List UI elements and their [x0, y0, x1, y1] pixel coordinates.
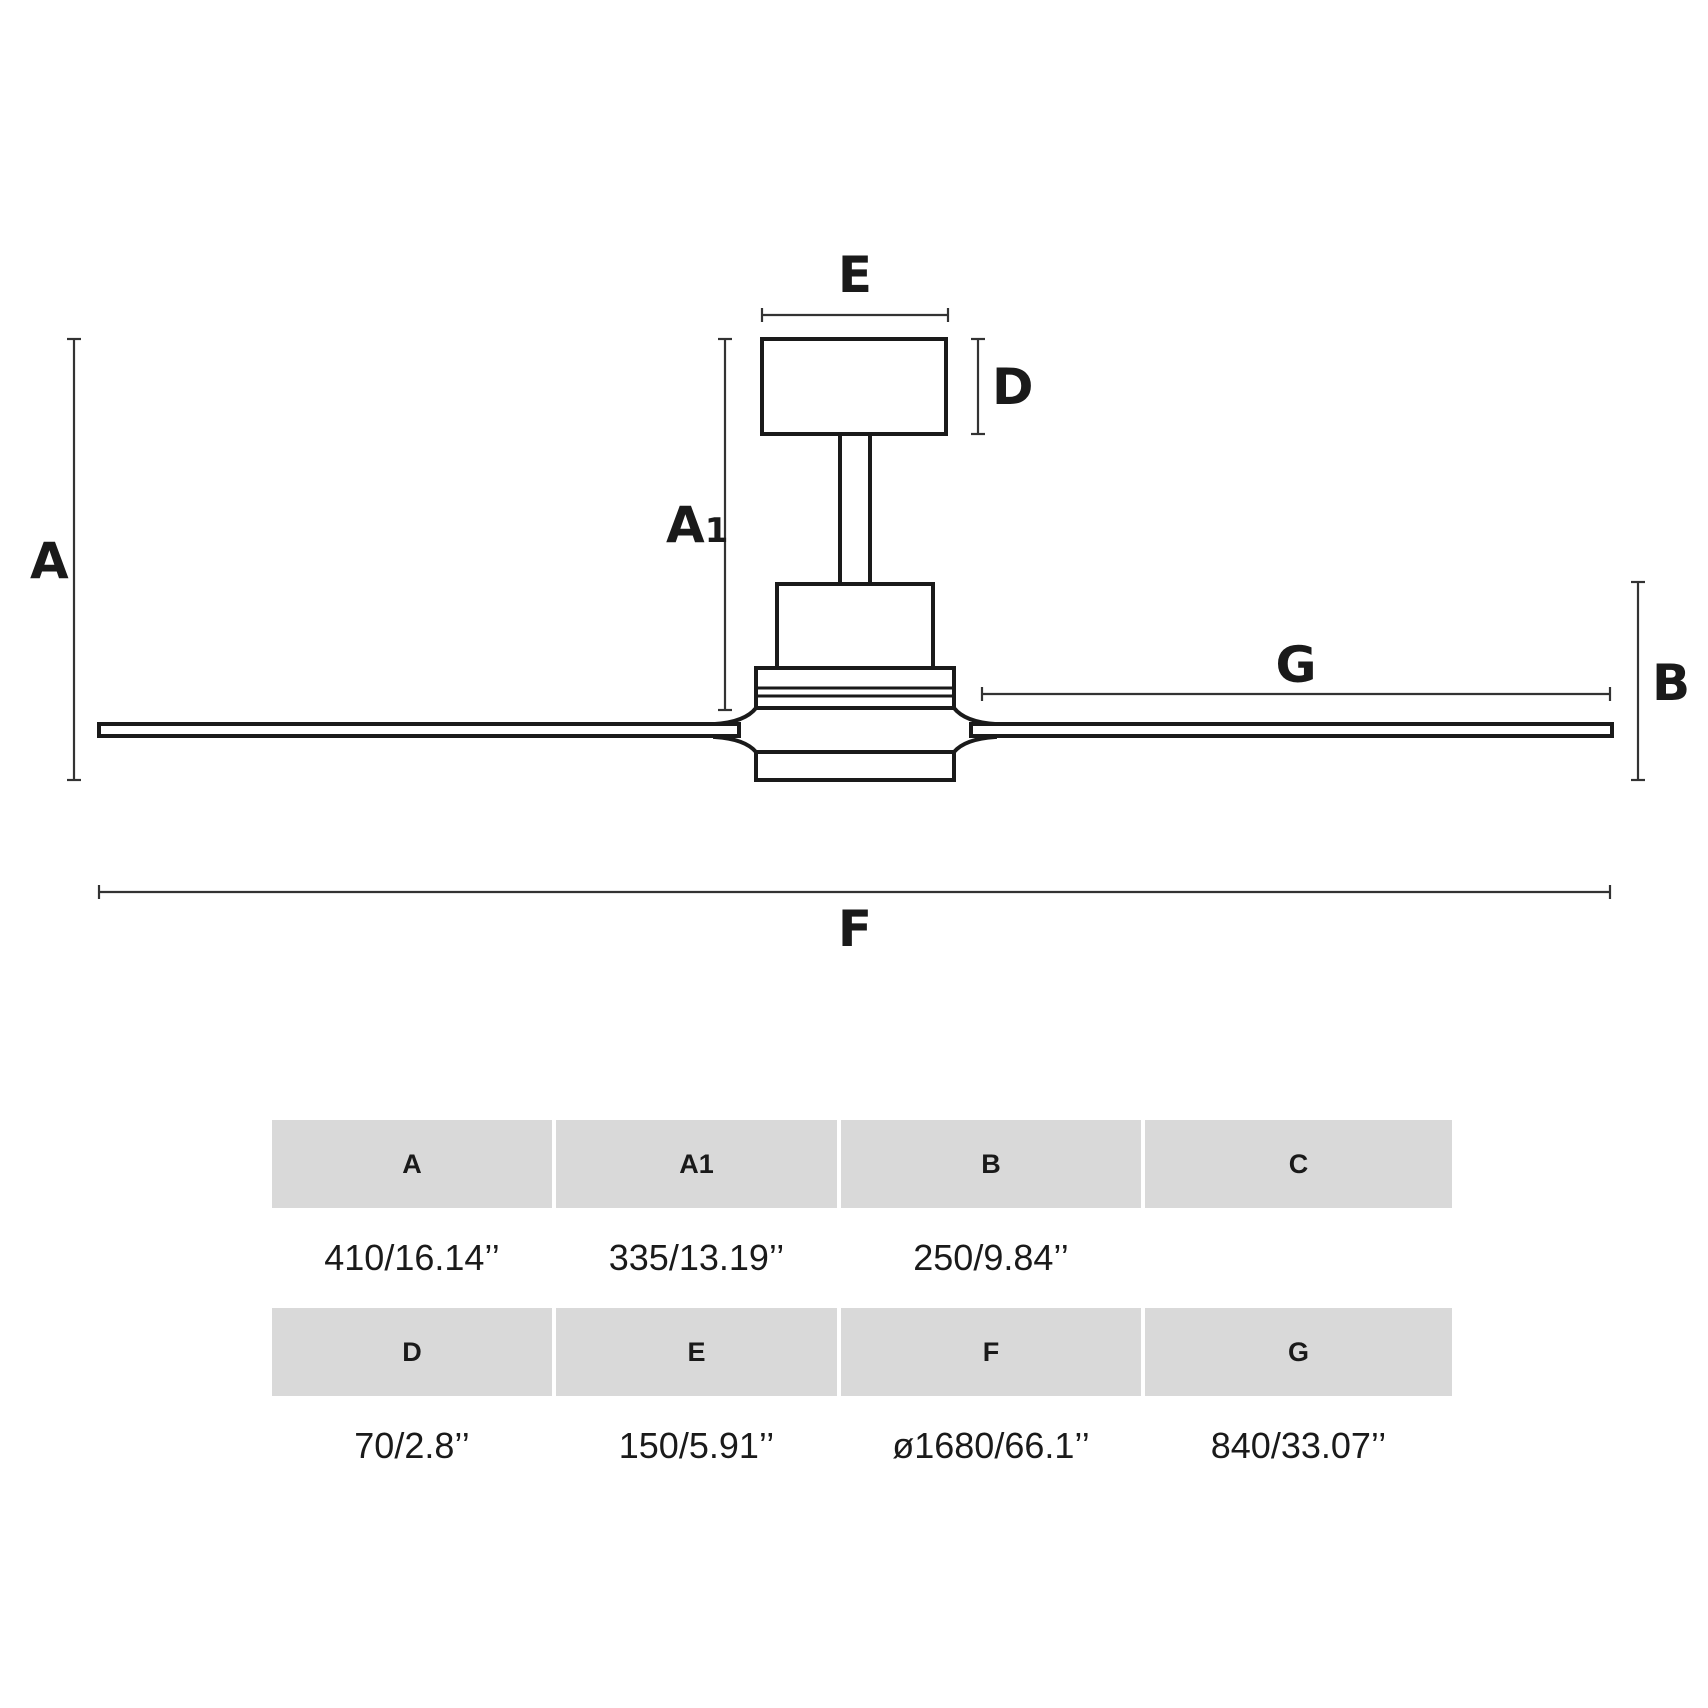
- table-header-cell: A1: [556, 1120, 837, 1208]
- table-header-cell: A: [272, 1120, 552, 1208]
- table-value-cell: 335/13.19’’: [556, 1208, 837, 1308]
- downrod: [838, 432, 872, 586]
- table-value-cell: 150/5.91’’: [556, 1396, 837, 1496]
- table-value-cell: [1145, 1208, 1452, 1308]
- table-value-cell: 410/16.14’’: [272, 1208, 552, 1308]
- table-header-cell: G: [1145, 1308, 1452, 1396]
- label-f: F: [838, 900, 872, 958]
- table-value-cell: 70/2.8’’: [272, 1396, 552, 1496]
- label-g: G: [1275, 636, 1316, 694]
- table-header-row: D E F G: [272, 1308, 1452, 1396]
- table-value-row: 70/2.8’’ 150/5.91’’ ø1680/66.1’’ 840/33.…: [272, 1396, 1452, 1496]
- table-header-cell: B: [841, 1120, 1141, 1208]
- dimensions-table: A A1 B C 410/16.14’’ 335/13.19’’ 250/9.8…: [268, 1120, 1456, 1496]
- dimension-a1: [718, 337, 732, 712]
- blade-left: [97, 722, 741, 738]
- label-a1: A1: [666, 496, 728, 554]
- dimension-f: [97, 885, 1612, 899]
- table-value-cell: 250/9.84’’: [841, 1208, 1141, 1308]
- table-value-cell: ø1680/66.1’’: [841, 1396, 1141, 1496]
- blade-right: [969, 722, 1614, 738]
- label-a: A: [30, 532, 69, 590]
- dimension-a: [67, 337, 81, 782]
- table-value-cell: 840/33.07’’: [1145, 1396, 1452, 1496]
- table-header-cell: F: [841, 1308, 1141, 1396]
- table-value-row: 410/16.14’’ 335/13.19’’ 250/9.84’’: [272, 1208, 1452, 1308]
- table-header-cell: C: [1145, 1120, 1452, 1208]
- dimension-g: [980, 687, 1612, 701]
- blade-hub-flare: [713, 706, 997, 754]
- table-header-cell: E: [556, 1308, 837, 1396]
- fan-dimension-diagram: E D A1 A B G F: [30, 246, 1690, 958]
- label-b: B: [1652, 654, 1690, 712]
- dimension-b: [1631, 580, 1645, 782]
- label-e: E: [838, 246, 872, 304]
- table-header-row: A A1 B C: [272, 1120, 1452, 1208]
- motor-upper-housing: [775, 582, 935, 670]
- dimension-e: [760, 308, 950, 322]
- ceiling-canopy: [760, 337, 948, 436]
- dimension-d: [971, 337, 985, 436]
- label-d: D: [992, 358, 1034, 416]
- table-header-cell: D: [272, 1308, 552, 1396]
